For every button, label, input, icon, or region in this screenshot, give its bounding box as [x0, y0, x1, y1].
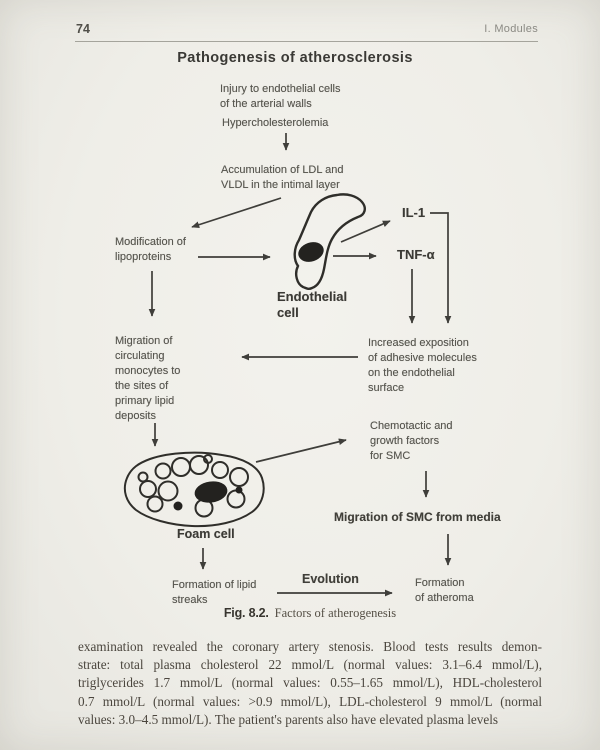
node-migration-smc: Migration of SMC from media	[334, 510, 501, 524]
node-migration-monocytes: Migration of circulating monocytes to th…	[115, 335, 181, 422]
node-atheroma: Formation of atheroma	[415, 577, 474, 604]
body-line: 0.7 mmol/L (normal values: >0.9 mmol/L),…	[78, 693, 542, 709]
arrow-accumulation-to-modification	[191, 197, 282, 229]
running-header: I. Modules	[484, 23, 538, 35]
bracket-il1-down	[430, 212, 452, 324]
foam-cell-drawing	[123, 451, 265, 528]
node-injury: Injury to endothelial cells of the arter…	[220, 83, 341, 110]
body-line: strate: total plasma cholesterol 22 mmol…	[78, 657, 542, 673]
endothelial-nucleus	[298, 242, 324, 262]
body-paragraph: examination revealed the coronary artery…	[78, 639, 542, 730]
node-hypercholesterolemia: Hypercholesterolemia	[222, 117, 329, 129]
node-endothelial-cell-label: Endothelial cell	[277, 289, 348, 320]
arrow-cell-to-il1	[340, 220, 391, 243]
node-accumulation: Accumulation of LDL and VLDL in the inti…	[221, 164, 344, 191]
header-rule	[75, 41, 538, 43]
page-number: 74	[76, 22, 90, 36]
body-line: triglycerides 1.7 mmol/L (normal values:…	[78, 675, 542, 691]
node-increased-exposition: Increased exposition of adhesive molecul…	[368, 337, 477, 394]
body-line: examination revealed the coronary artery…	[78, 639, 542, 654]
foam-cell-nucleus	[194, 481, 228, 503]
node-chemotactic: Chemotactic and growth factors for SMC	[370, 420, 453, 462]
node-tnf-alpha: TNF-α	[397, 247, 435, 262]
arrow-foamcell-to-chemotactic	[255, 438, 347, 463]
figure-title: Pathogenesis of atherosclerosis	[177, 50, 413, 66]
node-modification: Modification of lipoproteins	[115, 236, 186, 263]
figure-caption: Fig. 8.2. Factors of atherogenesis	[0, 606, 600, 621]
endothelial-cell-drawing	[293, 193, 366, 291]
node-evolution: Evolution	[302, 572, 359, 586]
node-foam-cell-label: Foam cell	[177, 527, 235, 541]
body-line: values: 3.0–4.5 mmol/L). The patient's p…	[78, 711, 498, 727]
caption-label: Fig. 8.2.	[223, 606, 269, 620]
caption-text: Factors of atherogenesis	[274, 606, 397, 620]
node-il1: IL-1	[402, 205, 426, 220]
node-lipid-streaks: Formation of lipid streaks	[172, 579, 257, 606]
